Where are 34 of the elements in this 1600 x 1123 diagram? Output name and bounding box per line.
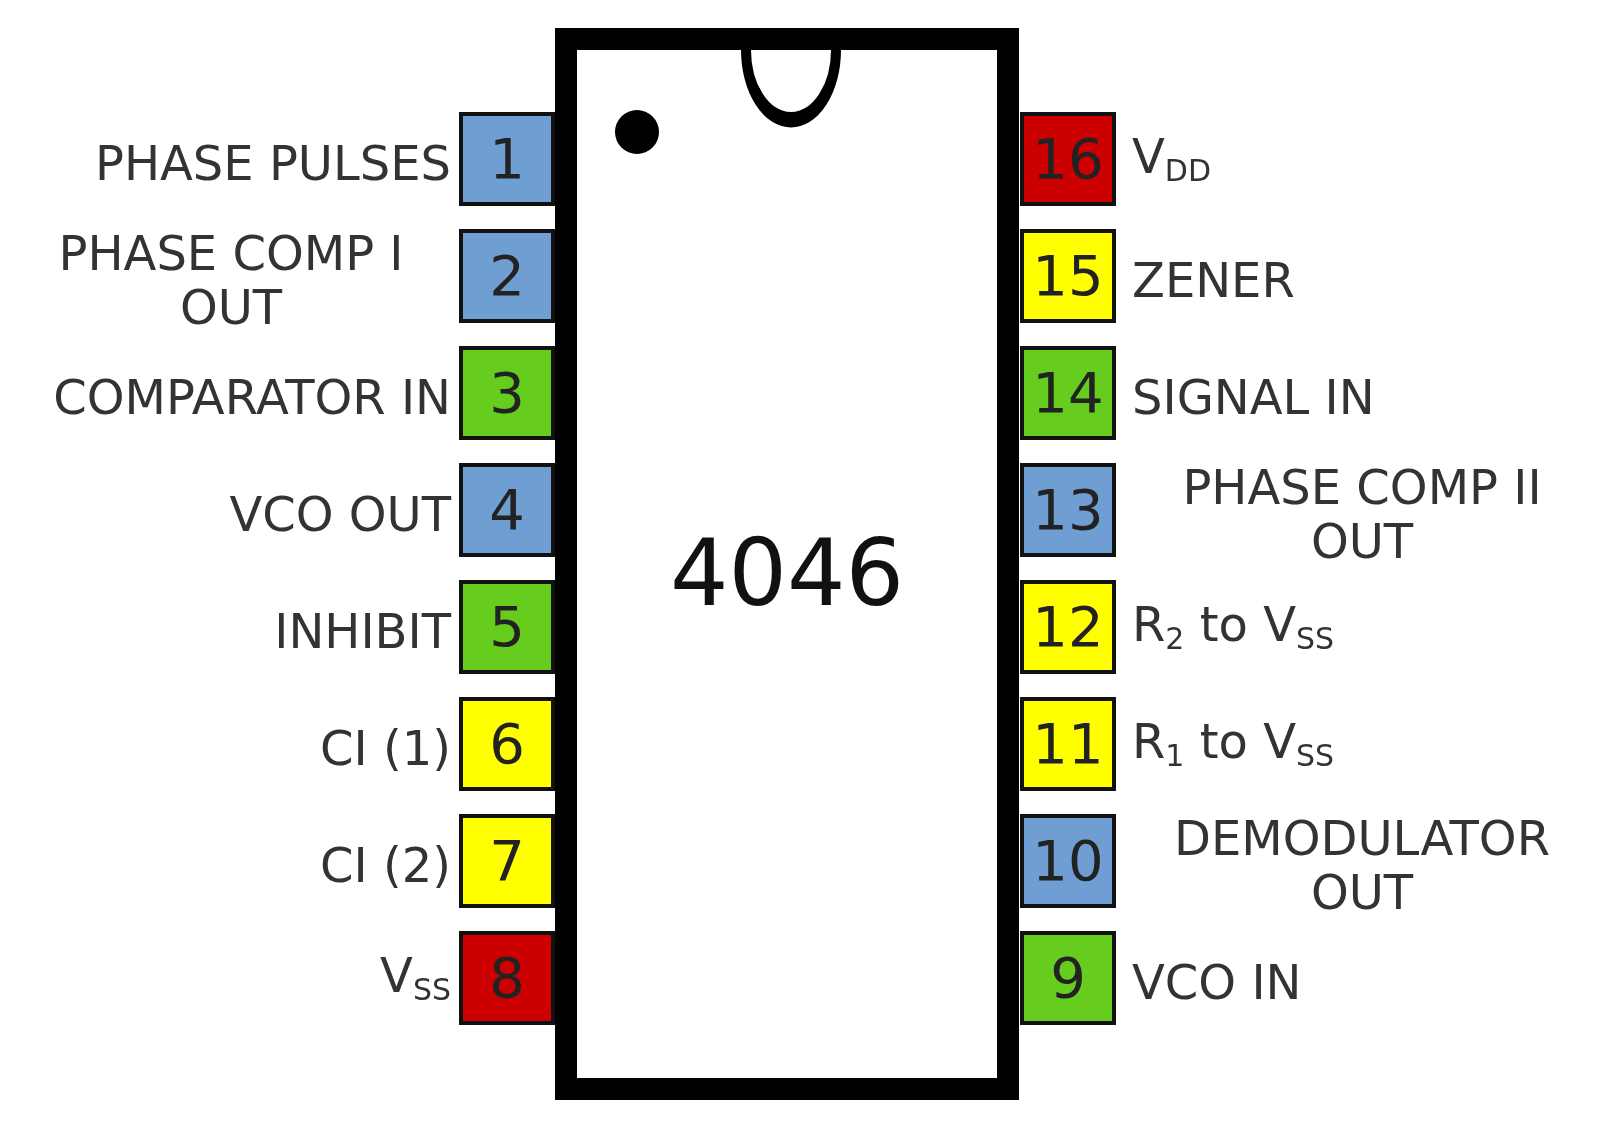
pin-number: 5 bbox=[488, 593, 526, 661]
pin-number: 6 bbox=[488, 710, 526, 778]
chip-body bbox=[555, 28, 1019, 1100]
pin-number: 1 bbox=[488, 125, 526, 193]
pin-number: 9 bbox=[1049, 944, 1087, 1012]
pin-label: R$_{1}$ to V$_{SS}$ bbox=[1132, 713, 1335, 775]
pin-label: VCO OUT bbox=[229, 487, 451, 541]
pin-number: 2 bbox=[488, 242, 526, 310]
pin-number: 4 bbox=[488, 476, 526, 544]
part-number: 4046 bbox=[668, 520, 906, 627]
pin-label: COMPARATOR IN bbox=[53, 370, 451, 424]
pin-label: CI (1) bbox=[320, 721, 451, 775]
pin-number: 7 bbox=[488, 827, 526, 895]
pin-label: DEMODULATOR OUT bbox=[1173, 811, 1551, 919]
pin-label: V$_{DD}$ bbox=[1132, 128, 1212, 190]
pin-number: 16 bbox=[1031, 125, 1105, 193]
pin-label: CI (2) bbox=[320, 838, 451, 892]
pin-number: 14 bbox=[1031, 359, 1105, 427]
pin-label: PHASE COMP II OUT bbox=[1181, 460, 1543, 568]
pin-number: 15 bbox=[1031, 242, 1105, 310]
pin-label: V$_{SS}$ bbox=[380, 947, 451, 1009]
pin-label: INHIBIT bbox=[274, 604, 451, 658]
pin-label: ZENER bbox=[1132, 253, 1295, 307]
pin-number: 13 bbox=[1031, 476, 1105, 544]
pin-number: 8 bbox=[488, 944, 526, 1012]
pin-number: 12 bbox=[1031, 593, 1105, 661]
pin-label: VCO IN bbox=[1132, 955, 1302, 1009]
pin-number: 3 bbox=[488, 359, 526, 427]
pin-label: SIGNAL IN bbox=[1132, 370, 1375, 424]
pin-label: PHASE PULSES bbox=[95, 136, 451, 190]
pin-label: PHASE COMP I OUT bbox=[57, 226, 405, 334]
pin-number: 10 bbox=[1031, 827, 1105, 895]
pin-label: R$_{2}$ to V$_{SS}$ bbox=[1132, 596, 1335, 658]
pin-number: 11 bbox=[1031, 710, 1105, 778]
